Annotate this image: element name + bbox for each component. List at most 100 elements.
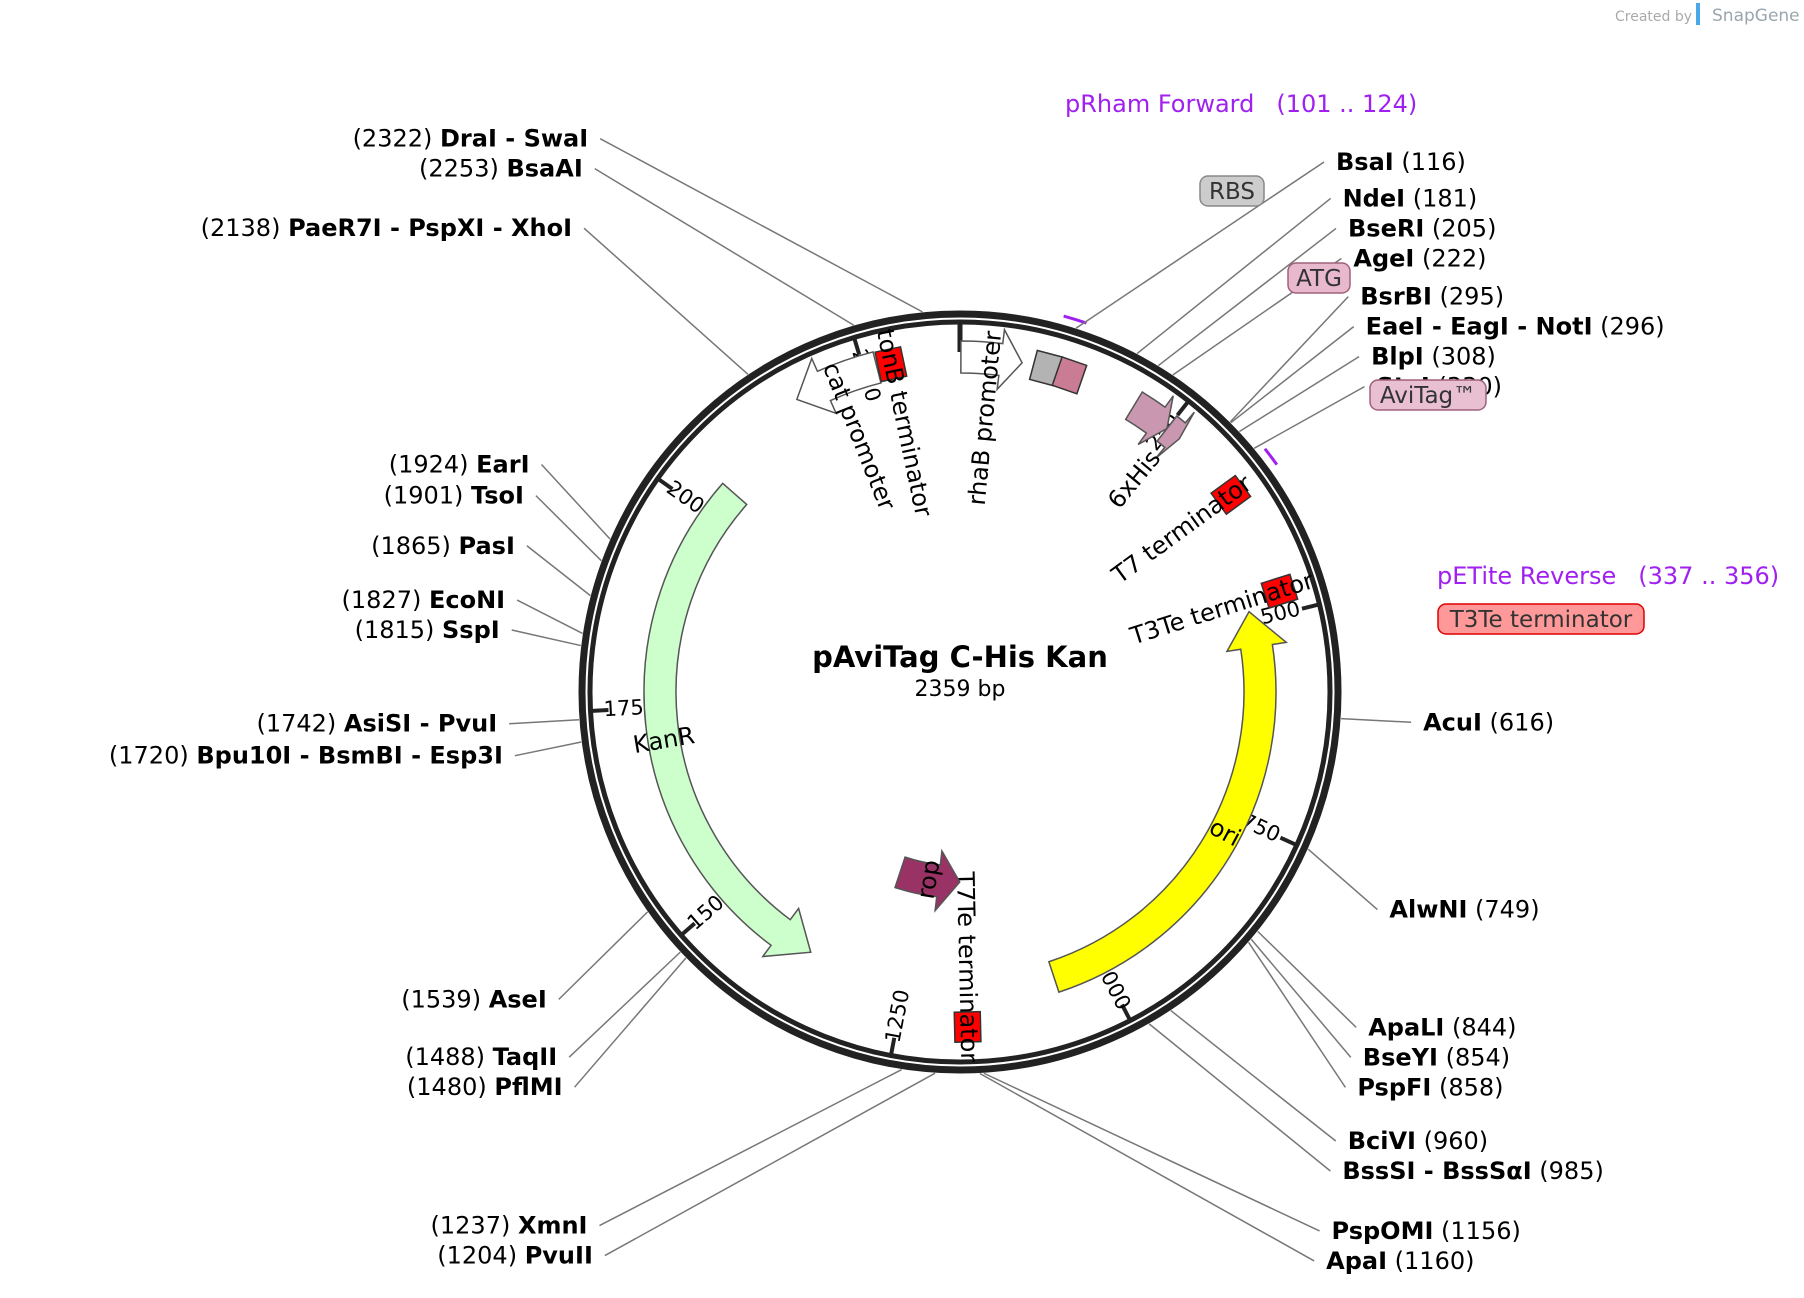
leader-line bbox=[1253, 385, 1365, 449]
enzyme-name: PvuII bbox=[525, 1242, 593, 1270]
leader-line bbox=[599, 137, 923, 313]
site-label-bpu10i: (1720) Bpu10I - BsmBI - Esp3I bbox=[109, 742, 503, 770]
tick-mark bbox=[1301, 602, 1319, 611]
site-label-asei: (1539) AseI bbox=[401, 985, 547, 1013]
feature-arrow-avitag bbox=[1124, 391, 1174, 446]
callout-box bbox=[1199, 175, 1265, 207]
callout-text: ATG bbox=[1296, 266, 1342, 292]
enzyme-name: AlwNI bbox=[1389, 896, 1467, 924]
callout-atg: ATG bbox=[1287, 262, 1351, 294]
site-position: (1488) bbox=[405, 1043, 492, 1071]
callout-rbs: RBS bbox=[1199, 175, 1265, 207]
leader-line bbox=[526, 545, 591, 597]
leader-line bbox=[535, 495, 602, 562]
enzyme-name: PflMI bbox=[494, 1073, 562, 1101]
feature-arrow-6xhis bbox=[1155, 411, 1195, 459]
backbone-outer-strand bbox=[578, 310, 1342, 1074]
feature-label-t7te-terminator: T7Te terminator bbox=[951, 870, 983, 1062]
feature-label-rop: rop bbox=[912, 858, 946, 901]
site-position: (1237) bbox=[431, 1212, 518, 1240]
callout-box bbox=[1287, 262, 1351, 294]
site-position: (960) bbox=[1416, 1127, 1488, 1155]
enzyme-name: PasI bbox=[459, 532, 515, 560]
site-position: (1815) bbox=[355, 616, 442, 644]
site-position: (1742) bbox=[256, 710, 343, 738]
enzyme-name: Bpu10I bbox=[196, 742, 291, 770]
site-label-bseri: BseRI (205) bbox=[1348, 214, 1496, 242]
leader-line bbox=[1230, 326, 1355, 424]
site-label-alwni: AlwNI (749) bbox=[1389, 896, 1539, 924]
feature-box-t7-terminator bbox=[1210, 474, 1252, 516]
leader-line bbox=[1075, 161, 1325, 329]
leader-line bbox=[599, 1068, 903, 1227]
enzyme-name: BssSI bbox=[1342, 1157, 1415, 1185]
feature-rhab-promoter[interactable]: rhaB promoter bbox=[960, 327, 1024, 507]
site-position: (1901) bbox=[384, 482, 471, 510]
feature-t7te-terminator[interactable]: T7Te terminator bbox=[951, 870, 983, 1062]
credit: Created by SnapGene bbox=[1615, 3, 1800, 26]
feature-kanr[interactable]: KanR bbox=[631, 482, 812, 958]
feature-rop[interactable]: rop bbox=[894, 848, 961, 913]
callout-box bbox=[1369, 379, 1487, 411]
snapgene-logo-icon bbox=[1696, 3, 1700, 25]
site-label-asisi: (1742) AsiSI - PvuI bbox=[256, 710, 497, 738]
enzyme-name: - PspXI bbox=[382, 214, 485, 242]
leader-line bbox=[568, 951, 681, 1058]
enzyme-name: EcoNI bbox=[429, 586, 505, 614]
site-position: (854) bbox=[1438, 1043, 1510, 1071]
leader-line bbox=[558, 911, 649, 1000]
site-position: (296) bbox=[1593, 313, 1665, 341]
enzyme-name: BlpI bbox=[1371, 343, 1424, 371]
site-labels: BsaI (116)NdeI (181)BseRI (205)AgeI (222… bbox=[109, 90, 1779, 1275]
enzyme-name: - PvuI bbox=[411, 710, 497, 738]
leader-line bbox=[604, 1072, 936, 1257]
site-label-xmni: (1237) XmnI bbox=[431, 1212, 588, 1240]
feature-arrow-ori bbox=[1047, 610, 1289, 994]
tick-mark bbox=[889, 1037, 897, 1054]
tick-mark bbox=[1120, 1003, 1132, 1020]
leader-line bbox=[509, 718, 580, 725]
feature-arrow-kanr bbox=[643, 482, 812, 958]
backbone-inner-strand bbox=[587, 319, 1333, 1065]
site-position: (1204) bbox=[437, 1242, 524, 1270]
site-position: (1539) bbox=[401, 985, 488, 1013]
leader-line bbox=[514, 741, 582, 757]
site-label-sspi: (1815) SspI bbox=[355, 616, 500, 644]
site-label-apali: ApaLI (844) bbox=[1368, 1013, 1516, 1041]
enzyme-name: BsrBI bbox=[1360, 283, 1432, 311]
tick-mark bbox=[592, 708, 609, 713]
feature-label-kanr: KanR bbox=[631, 721, 697, 759]
feature-atg[interactable] bbox=[1051, 356, 1088, 395]
site-label-agei: AgeI (222) bbox=[1353, 244, 1486, 272]
enzyme-name: TsoI bbox=[471, 482, 524, 510]
feature-box-t3te-terminator bbox=[1260, 573, 1299, 610]
leader-line bbox=[1257, 930, 1357, 1028]
site-label-ndei: NdeI (181) bbox=[1343, 184, 1478, 212]
leader-line bbox=[1170, 1009, 1337, 1142]
site-label-bsrbi: BsrBI (295) bbox=[1360, 283, 1504, 311]
primer-name: pRham Forward bbox=[1065, 90, 1254, 118]
site-label-paer7i: (2138) PaeR7I - PspXI - XhoI bbox=[201, 214, 572, 242]
site-label-pvuii: (1204) PvuII bbox=[437, 1242, 593, 1270]
enzyme-name: - Esp3I bbox=[403, 742, 503, 770]
feature-arrow-rop bbox=[894, 848, 961, 913]
leader-line bbox=[594, 168, 854, 326]
enzyme-name: BseYI bbox=[1363, 1043, 1438, 1071]
site-position: (2138) bbox=[201, 214, 288, 242]
callout-box bbox=[1437, 603, 1645, 635]
feature-avitag[interactable] bbox=[1124, 391, 1174, 446]
callout-text: T3Te terminator bbox=[1449, 607, 1633, 633]
site-position: (616) bbox=[1482, 708, 1554, 736]
site-position: (858) bbox=[1431, 1073, 1503, 1101]
site-position: (1160) bbox=[1387, 1247, 1474, 1275]
site-label-bseyi: BseYI (854) bbox=[1363, 1043, 1510, 1071]
callout-t3te-terminator: T3Te terminator bbox=[1437, 603, 1645, 635]
credit-text: Created by bbox=[1615, 9, 1692, 25]
primer-name: pETite Reverse bbox=[1437, 562, 1616, 590]
leader-line bbox=[983, 1072, 1320, 1232]
primer-range: (101 .. 124) bbox=[1276, 90, 1417, 118]
tick-label: 1250 bbox=[881, 988, 915, 1045]
site-position: (1480) bbox=[407, 1073, 494, 1101]
site-label-apai: ApaI (1160) bbox=[1326, 1247, 1474, 1275]
backbone-ring bbox=[578, 310, 1342, 1074]
